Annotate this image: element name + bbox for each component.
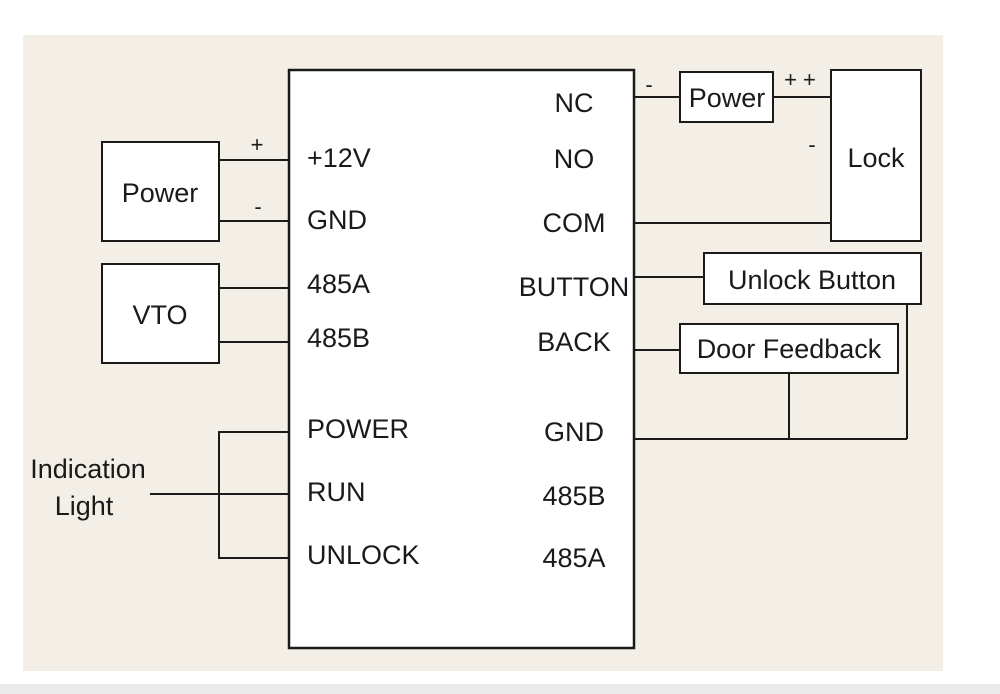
pin-unlock: UNLOCK (307, 540, 420, 570)
pin-power: POWER (307, 414, 409, 444)
pin-run: RUN (307, 477, 366, 507)
wire-indication-bracket (218, 431, 289, 559)
pin-gnd-right: GND (544, 417, 604, 447)
pin-no: NO (554, 144, 595, 174)
left-power-plus-sign: + (251, 132, 264, 157)
pin-485a-right: 485A (542, 543, 605, 573)
pin-com: COM (543, 208, 606, 238)
door-feedback-label: Door Feedback (697, 334, 882, 364)
left-power-label: Power (122, 178, 199, 208)
controller-box (287, 68, 636, 650)
unlock-button-box (703, 252, 922, 305)
pin-485a-left: 485A (307, 269, 370, 299)
pin-12v: +12V (307, 143, 371, 173)
unlock-button-label: Unlock Button (728, 265, 896, 295)
bottom-strip (0, 684, 1000, 694)
pin-gnd-left: GND (307, 205, 367, 235)
pin-button: BUTTON (519, 272, 630, 302)
pin-nc: NC (555, 88, 594, 118)
left-power-box (101, 141, 220, 242)
lock-label: Lock (847, 143, 905, 173)
indication-label-line1: Indication (30, 454, 146, 484)
vto-label: VTO (132, 300, 187, 330)
lock-box (830, 69, 922, 242)
vto-box (101, 263, 220, 364)
pin-485b-left: 485B (307, 323, 370, 353)
top-power-box (679, 71, 774, 123)
lock-minus-sign: - (808, 132, 815, 157)
indication-label-line2: Light (55, 491, 114, 521)
top-power-plus-sign: + + (784, 67, 816, 92)
door-feedback-box (679, 323, 899, 374)
left-power-minus-sign: - (254, 194, 261, 219)
top-power-label: Power (689, 83, 766, 113)
pin-back: BACK (537, 327, 611, 357)
pin-485b-right: 485B (542, 481, 605, 511)
top-power-minus-sign: - (645, 72, 652, 97)
